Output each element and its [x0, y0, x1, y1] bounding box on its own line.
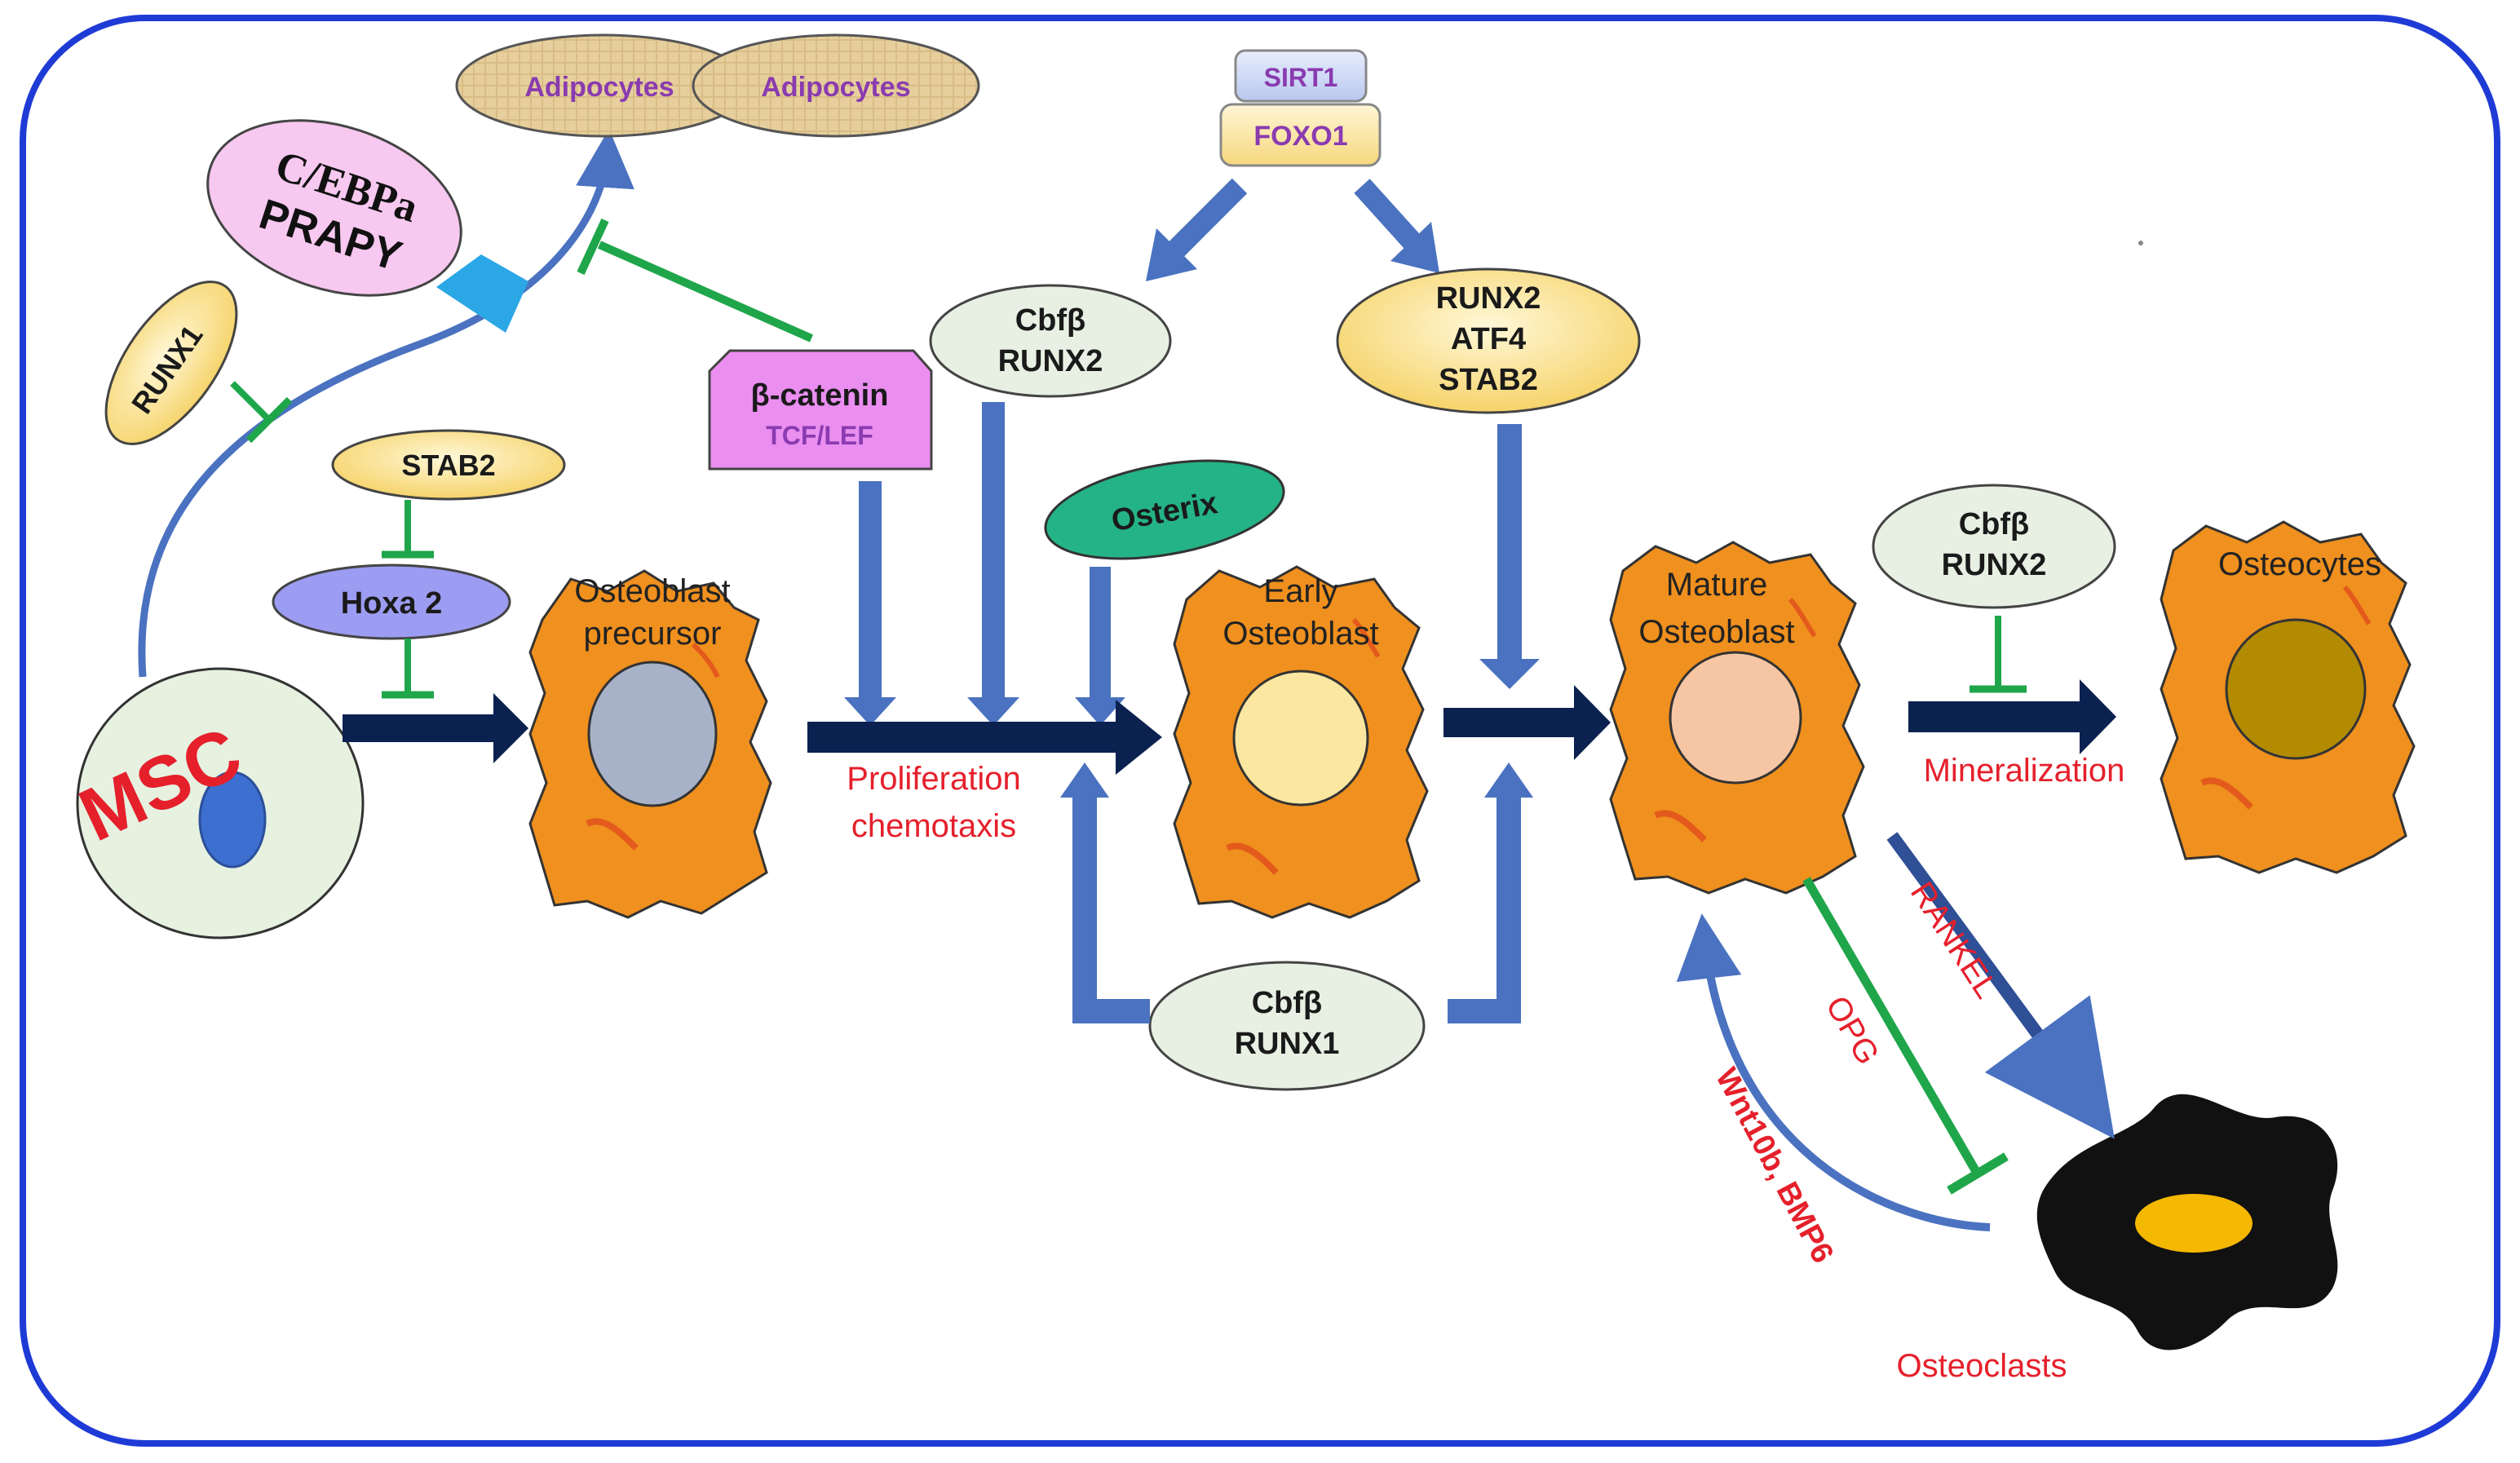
chevron-receptor-icon: [436, 254, 528, 333]
adipocyte-1-label: Adipocytes: [524, 72, 674, 103]
cbfb-runx2-right-node: Cbfβ RUNX2: [1872, 484, 2116, 609]
runx2-atf4-label-2: ATF4: [1451, 322, 1526, 356]
arrow-foxo1-to-cbfb-runx2: [1146, 178, 1248, 281]
runx1-left-node: RUNX1: [104, 281, 238, 445]
runx2-atf4-label-3: STAB2: [1439, 363, 1538, 397]
proliferation-label: Proliferation: [847, 761, 1020, 797]
cbfb-bottom-label: Cbfβ: [1252, 986, 1323, 1020]
arrow-beta-catenin-down: [844, 481, 896, 726]
early-osteoblast-cell: Early Osteoblast: [1173, 565, 1429, 919]
stab2-left-label: STAB2: [401, 449, 495, 482]
sirt1-label: SIRT1: [1264, 63, 1338, 92]
arrow-osteoclast-to-mature: [1676, 913, 1991, 1231]
osteocyte-nucleus: [2225, 618, 2367, 760]
arrow-precursor-to-early: [807, 700, 1162, 775]
osteoclasts-label: Osteoclasts: [1897, 1348, 2067, 1384]
beta-catenin-label: β-catenin: [751, 378, 889, 413]
osteocytes-label: Osteocytes: [2218, 546, 2381, 582]
arrow-mature-to-osteocytes: [1908, 679, 2116, 754]
chemotaxis-label: chemotaxis: [851, 808, 1016, 844]
adipocyte-2-label: Adipocytes: [761, 72, 910, 103]
adipocyte-cell-1: Adipocytes: [455, 33, 752, 138]
beta-catenin-node: β-catenin TCF/LEF: [708, 349, 933, 471]
msc-cell: MSC: [68, 667, 365, 939]
osteoclast-cell: [2036, 1094, 2338, 1350]
cbfb-runx2-top-node: Cbfβ RUNX2: [929, 284, 1172, 398]
precursor-label-2: precursor: [584, 616, 722, 652]
precursor-nucleus: [587, 661, 718, 807]
mature-label-1: Mature: [1666, 567, 1768, 603]
hoxa2-node: Hoxa 2: [272, 564, 511, 640]
runx2-atf4-label-1: RUNX2: [1436, 281, 1541, 316]
early-nucleus: [1232, 670, 1369, 807]
runx1-bottom-label: RUNX1: [1235, 1027, 1340, 1061]
early-label-1: Early: [1263, 573, 1337, 609]
early-label-2: Osteoblast: [1222, 616, 1378, 652]
arrow-runx2-atf4-down: [1479, 424, 1540, 689]
tcf-lef-label: TCF/LEF: [766, 421, 873, 450]
arrow-foxo1-to-runx2-atf4: [1354, 179, 1439, 273]
precursor-label-1: Osteoblast: [574, 573, 730, 609]
osteocytes-cell: Osteocytes: [2160, 520, 2416, 874]
cbfb-right-label: Cbfβ: [1959, 507, 2030, 541]
osterix-node: Osterix: [1044, 459, 1285, 560]
mature-nucleus: [1669, 651, 1802, 785]
stab2-left-node: STAB2: [331, 429, 566, 501]
runx2-right-label: RUNX2: [1942, 548, 2047, 582]
arrow-cbfb-runx1-to-early: [1060, 762, 1150, 1023]
adipocyte-cell-2: Adipocytes: [692, 33, 980, 138]
runx2-atf4-stab2-node: RUNX2 ATF4 STAB2: [1336, 267, 1641, 414]
mineralization-label: Mineralization: [1924, 753, 2125, 789]
msc-to-adipocyte-curve: [138, 129, 634, 678]
msc-nucleus: [198, 771, 267, 869]
runx2-top-label: RUNX2: [998, 344, 1103, 378]
cbfb-top-label: Cbfβ: [1015, 303, 1086, 338]
hoxa2-label: Hoxa 2: [341, 586, 443, 621]
arrow-osterix-down: [1075, 567, 1125, 726]
osteoclast-nucleus: [2135, 1194, 2253, 1253]
arrow-cbfb-runx1-to-mature: [1448, 762, 1533, 1023]
mature-label-2: Osteoblast: [1638, 614, 1794, 650]
foxo1-label: FOXO1: [1253, 121, 1347, 152]
sirt1-node: SIRT1: [1234, 49, 1368, 103]
arrow-rankel: [1886, 832, 2115, 1139]
cbfb-runx1-node: Cbfβ RUNX1: [1148, 961, 1426, 1091]
cebpa-prapy-node: C/EBPa PRAPY: [206, 119, 462, 297]
mature-osteoblast-cell: Mature Osteoblast: [1609, 541, 1865, 895]
osteoblast-precursor-cell: Osteoblast precursor: [528, 569, 772, 919]
arrow-cbfb-runx2-down: [967, 402, 1019, 726]
foxo1-node: FOXO1: [1219, 103, 1382, 167]
arrow-early-to-mature: [1443, 685, 1611, 760]
arrow-msc-to-precursor: [343, 693, 528, 763]
